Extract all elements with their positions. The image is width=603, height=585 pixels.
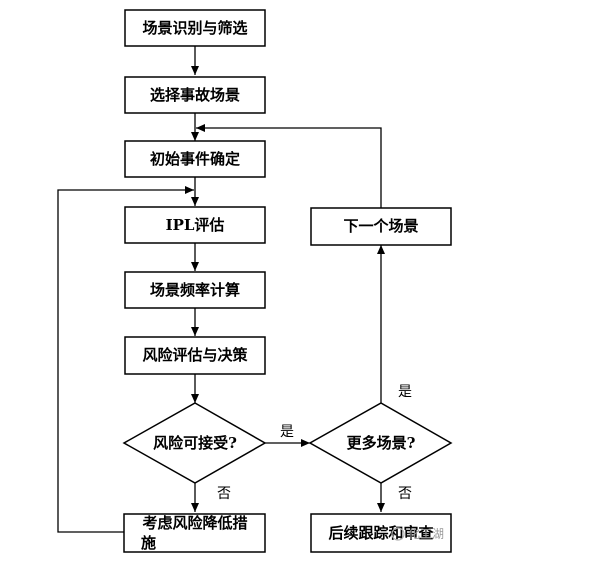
node-label: 风险可接受? xyxy=(153,434,237,452)
node-label: IPL评估 xyxy=(166,216,225,234)
watermark-logo-icon xyxy=(391,527,405,541)
node-label: 选择事故场景 xyxy=(150,86,240,104)
node-ipl-eval: IPL评估 xyxy=(124,206,266,244)
watermark: 化工湖 xyxy=(391,526,444,541)
edge-label-risk-yes: 是 xyxy=(280,424,294,440)
node-label: 风险评估与决策 xyxy=(142,346,248,364)
node-label: 更多场景? xyxy=(347,434,416,452)
node-label: 场景频率计算 xyxy=(150,281,240,299)
node-label: 下一个场景 xyxy=(343,217,418,235)
node-more-scenes: 更多场景? xyxy=(308,402,453,484)
edge-reduce-loop xyxy=(57,186,194,533)
edge-label-more-yes: 是 xyxy=(398,384,412,400)
edge-label-risk-no: 否 xyxy=(217,486,231,502)
connectors xyxy=(57,46,385,533)
node-label-line1: 考虑风险降低措 xyxy=(142,514,247,532)
node-next-scene: 下一个场景 xyxy=(310,207,452,246)
edge-next-loop xyxy=(196,124,382,208)
node-label-line2: 施 xyxy=(141,534,156,552)
watermark-text: 化工湖 xyxy=(408,526,444,541)
node-initial-event: 初始事件确定 xyxy=(124,140,266,178)
node-reduce-risk: 考虑风险降低措 施 xyxy=(123,513,266,553)
node-scene-freq: 场景频率计算 xyxy=(124,271,266,309)
node-label: 后续跟踪和审查 xyxy=(328,524,434,542)
node-follow-up: 后续跟踪和审查 xyxy=(310,513,452,553)
node-risk-acceptable: 风险可接受? xyxy=(122,402,267,484)
node-scene-identify: 场景识别与筛选 xyxy=(124,9,266,47)
node-label: 场景识别与筛选 xyxy=(142,19,247,37)
edge-label-more-no: 否 xyxy=(398,486,412,502)
node-risk-eval: 风险评估与决策 xyxy=(124,336,266,375)
node-label: 初始事件确定 xyxy=(150,150,240,168)
node-select-scene: 选择事故场景 xyxy=(124,76,266,114)
